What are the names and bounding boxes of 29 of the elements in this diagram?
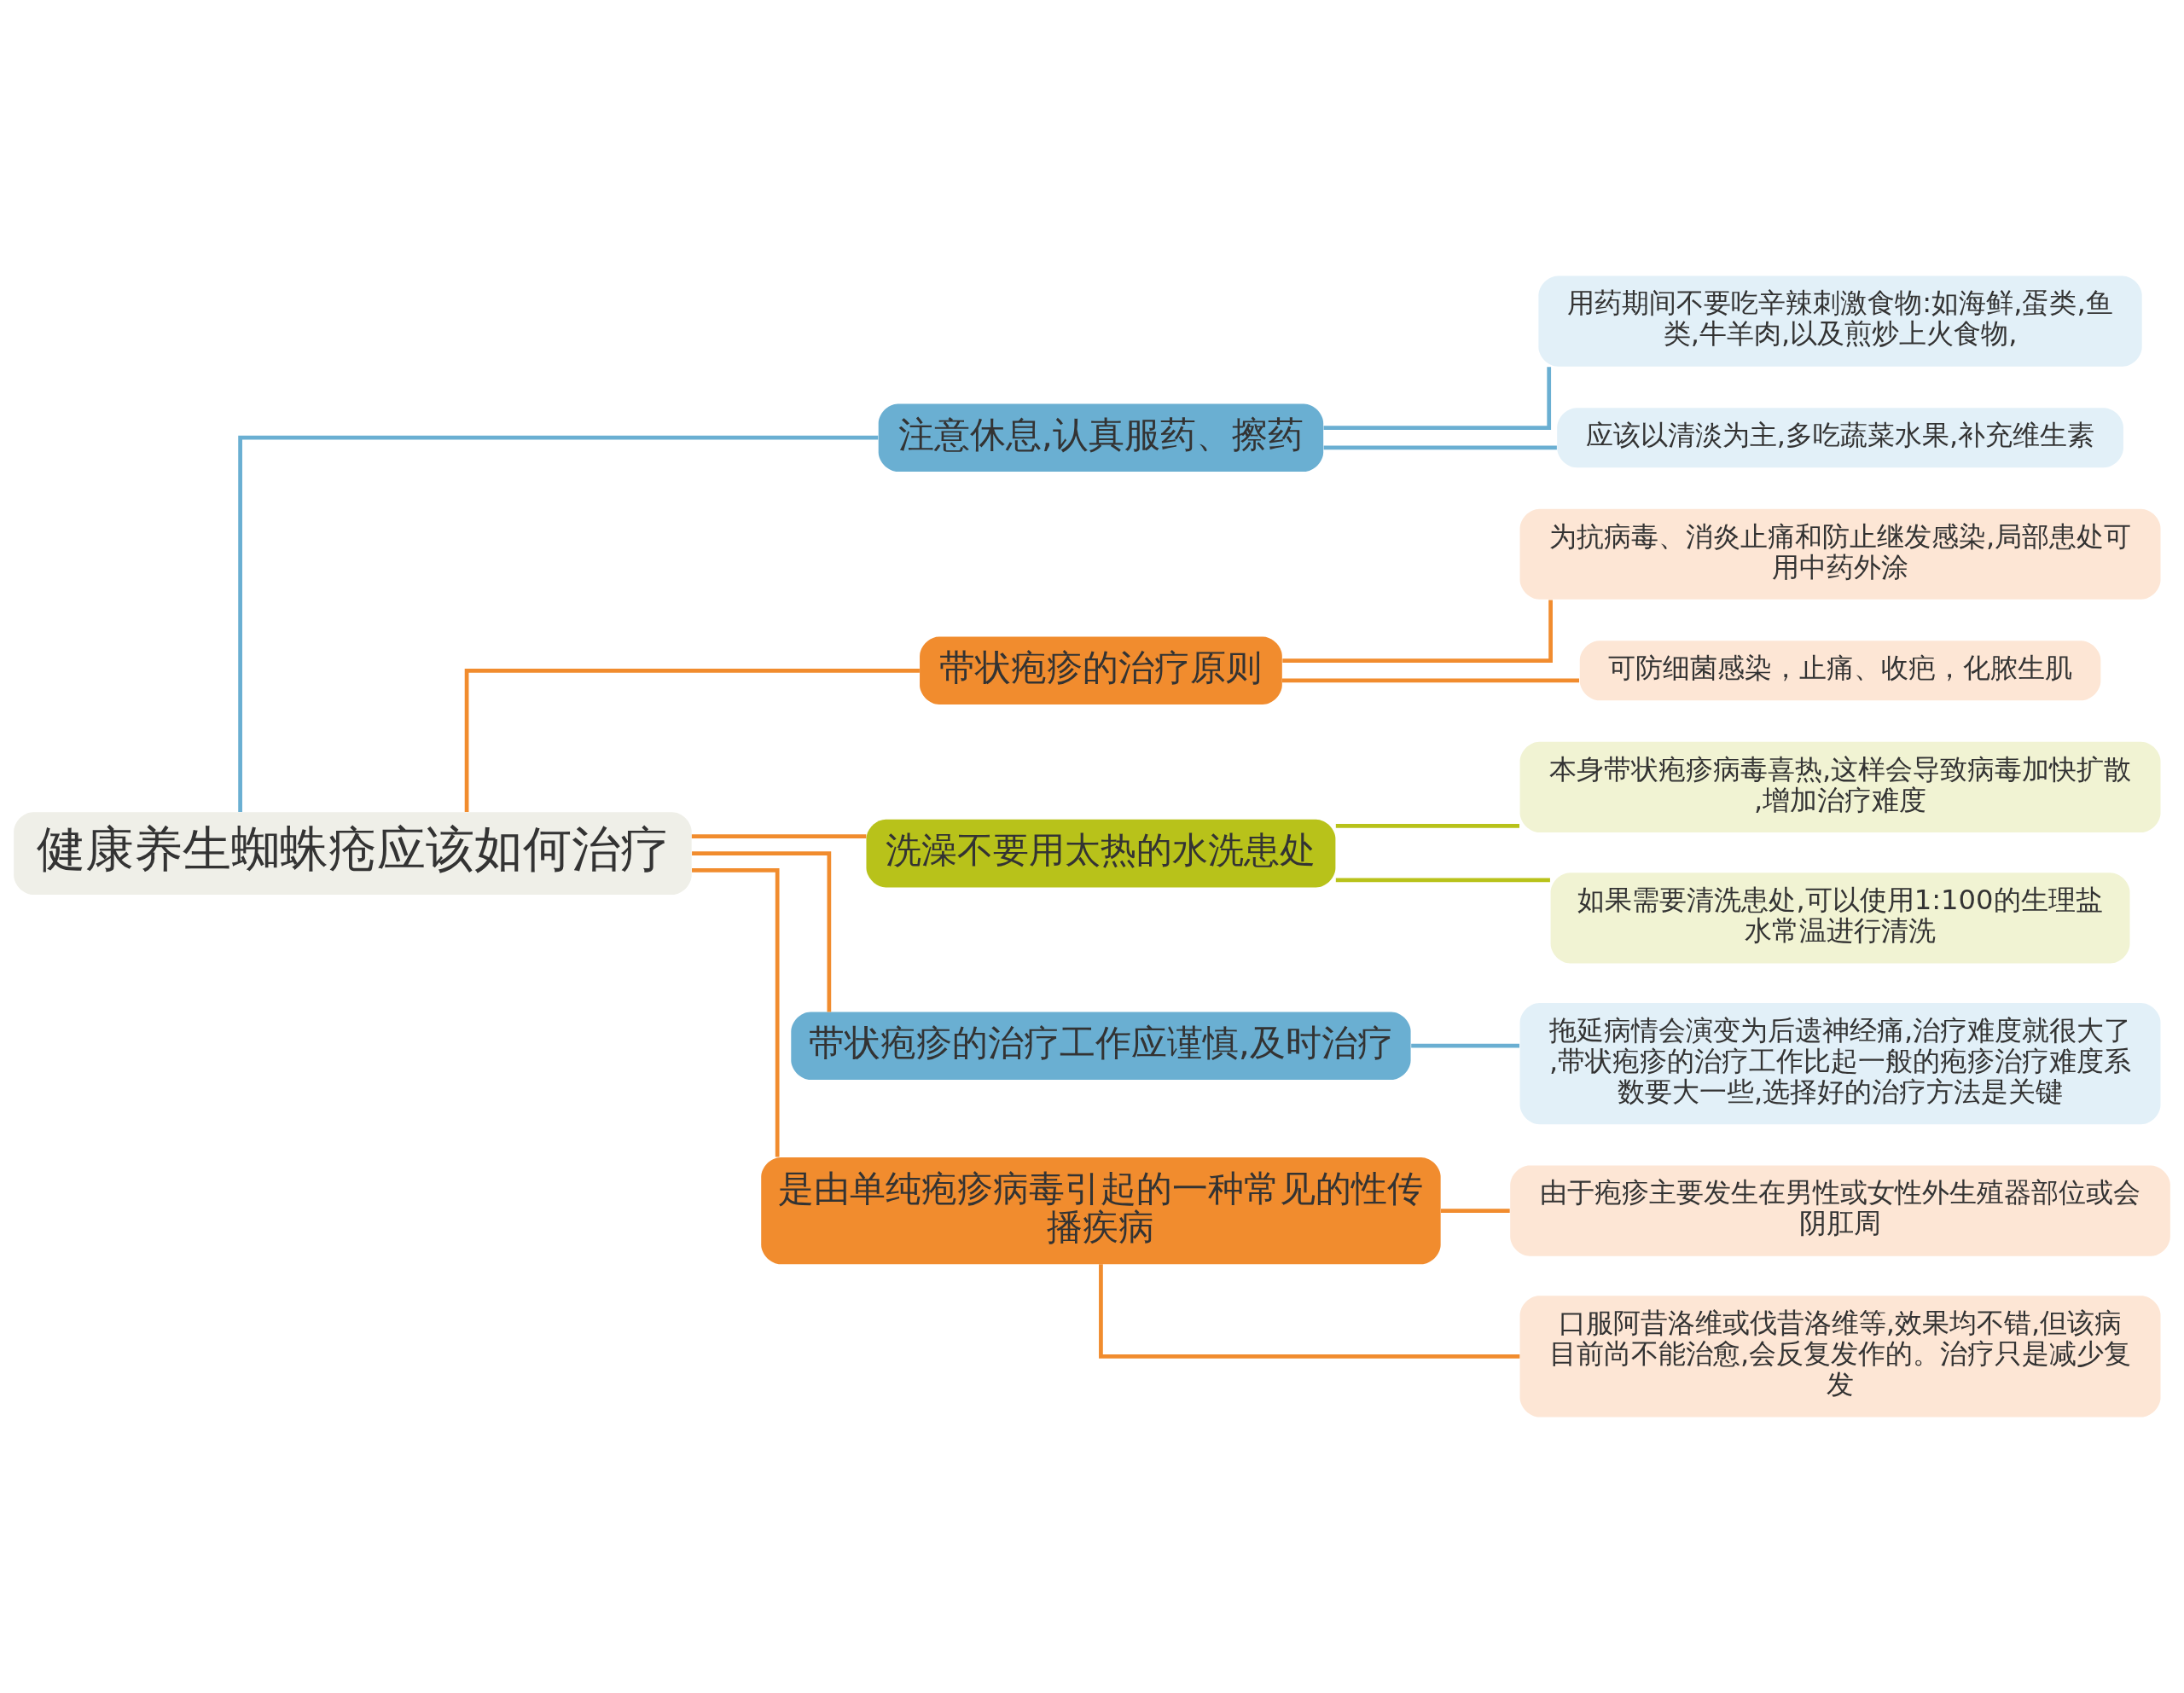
connector xyxy=(692,868,780,1157)
connector xyxy=(1323,367,1552,430)
node-box: 拖延病情会演变为后遗神经痛,治疗难度就很大了,带状疱疹的治疗工作比起一般的疱疹治疗难度系数要大一些,选择好的治疗方法是关键 xyxy=(1519,1002,2161,1125)
node-box: 带状疱疹的治疗原则 xyxy=(920,636,1282,705)
connector xyxy=(1411,1043,1519,1048)
connector xyxy=(1323,445,1557,450)
node-box: 带状疱疹的治疗工作应谨慎,及时治疗 xyxy=(791,1012,1411,1081)
node-box: 是由单纯疱疹病毒引起的一种常见的性传播疾病 xyxy=(761,1157,1441,1265)
connector xyxy=(692,851,832,1012)
node-box: 口服阿昔洛维或伐昔洛维等,效果均不错,但该病目前尚不能治愈,会反复发作的。治疗只是减少复发 xyxy=(1519,1296,2161,1418)
node-box: 由于疱疹主要发生在男性或女性外生殖器部位或会阴肛周 xyxy=(1510,1165,2170,1256)
connector xyxy=(464,668,920,812)
connector xyxy=(238,435,879,813)
connector xyxy=(1282,600,1553,663)
connector xyxy=(1335,823,1519,828)
connector xyxy=(1282,678,1579,683)
node-box: 如果需要清洗患处,可以使用1:100的生理盐水常温进行清洗 xyxy=(1550,873,2130,964)
node-box: 注意休息,认真服药、擦药 xyxy=(878,403,1324,473)
node-box: 为抗病毒、消炎止痛和防止继发感染,局部患处可用中药外涂 xyxy=(1519,508,2161,600)
connector xyxy=(1099,1264,1520,1359)
node-box: 应该以清淡为主,多吃蔬菜水果,补充维生素 xyxy=(1557,408,2123,468)
node-box: 本身带状疱疹病毒喜热,这样会导致病毒加快扩散,增加治疗难度 xyxy=(1519,741,2161,832)
node-box: 洗澡不要用太热的水洗患处 xyxy=(866,819,1336,888)
node-box: 可防细菌感染，止痛、收疤，化脓生肌 xyxy=(1579,641,2101,701)
node-box: 健康养生蜘蛛疮应该如何治疗 xyxy=(14,812,692,895)
connector xyxy=(1335,878,1550,883)
connector xyxy=(1440,1209,1510,1213)
node-box: 用药期间不要吃辛辣刺激食物:如海鲜,蛋类,鱼类,牛羊肉,以及煎炒上火食物, xyxy=(1538,275,2142,367)
connector xyxy=(691,834,867,838)
